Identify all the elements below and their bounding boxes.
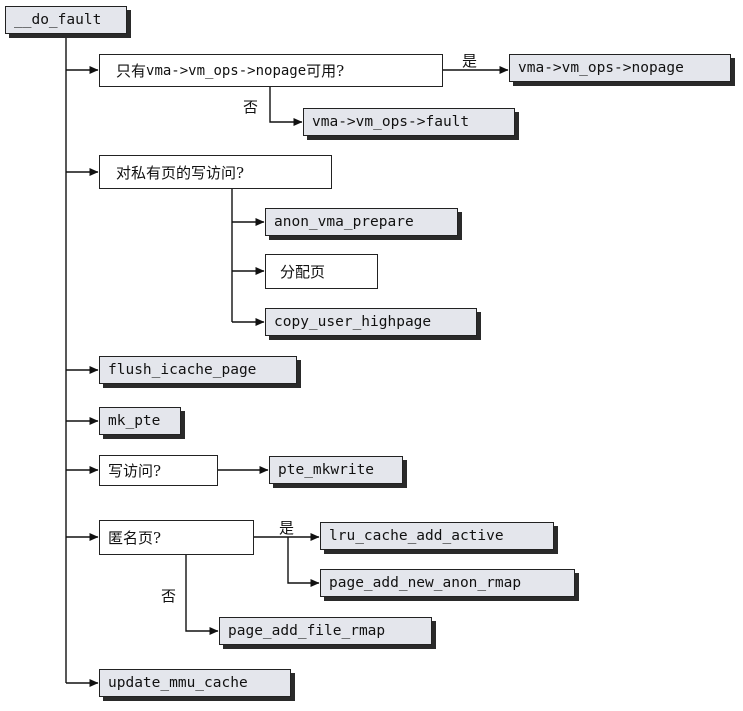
node-page-add-new-anon-rmap: page_add_new_anon_rmap [320,569,575,597]
label-flush-icache-page: flush_icache_page [108,362,257,378]
node-anon-vma-prepare: anon_vma_prepare [265,208,458,236]
label-vm-ops-fault: vma->vm_ops->fault [312,114,470,130]
label-q-write-access: 写访问? [108,462,162,480]
label-q-nopage-code: vma->vm_ops->nopage [146,62,307,79]
node-copy-user-highpage: copy_user_highpage [265,308,477,336]
label-q-private-write: 对私有页的写访问? [116,163,245,182]
label-anon-vma-prepare: anon_vma_prepare [274,214,414,230]
node-mk-pte: mk_pte [99,407,181,435]
label-alloc-page: 分配页 [280,263,326,281]
label-update-mmu-cache: update_mmu_cache [108,675,248,691]
node-update-mmu-cache: update_mmu_cache [99,669,291,697]
label-q-nopage-prefix: 只有 [116,62,147,80]
label-page-add-new-anon-rmap: page_add_new_anon_rmap [329,575,522,591]
label-page-add-file-rmap: page_add_file_rmap [228,623,386,639]
node-lru-cache-add-active: lru_cache_add_active [320,522,554,550]
edge-label-yes-nopage: 是 [462,52,478,70]
label-mk-pte: mk_pte [108,413,161,429]
label-lru-cache-add-active: lru_cache_add_active [329,528,504,544]
label-do-fault: __do_fault [14,12,102,28]
node-pte-mkwrite: pte_mkwrite [269,456,403,484]
label-copy-user-highpage: copy_user_highpage [274,314,432,330]
node-flush-icache-page: flush_icache_page [99,356,297,384]
label-pte-mkwrite: pte_mkwrite [278,462,375,478]
edge-label-yes-anon: 是 [279,519,295,537]
node-vm-ops-nopage: vma->vm_ops->nopage [509,54,731,82]
edge-label-no-anon: 否 [161,587,177,605]
label-q-nopage-suffix: 可用? [306,62,345,80]
node-vm-ops-fault: vma->vm_ops->fault [303,108,515,136]
node-do-fault: __do_fault [5,6,127,34]
node-page-add-file-rmap: page_add_file_rmap [219,617,432,645]
edge-label-no-nopage: 否 [243,98,259,116]
node-q-private-write: 对私有页的写访问? [99,155,332,189]
edge-no-nopage [269,87,303,126]
label-vm-ops-nopage: vma->vm_ops->nopage [518,60,684,76]
node-alloc-page: 分配页 [265,254,378,289]
label-q-anon-page: 匿名页? [108,529,162,547]
node-q-anon-page: 匿名页? [99,520,254,555]
edge-to-page-add-new-anon-rmap [287,537,320,587]
edge-no-anon [185,555,219,635]
node-q-write-access: 写访问? [99,455,218,486]
